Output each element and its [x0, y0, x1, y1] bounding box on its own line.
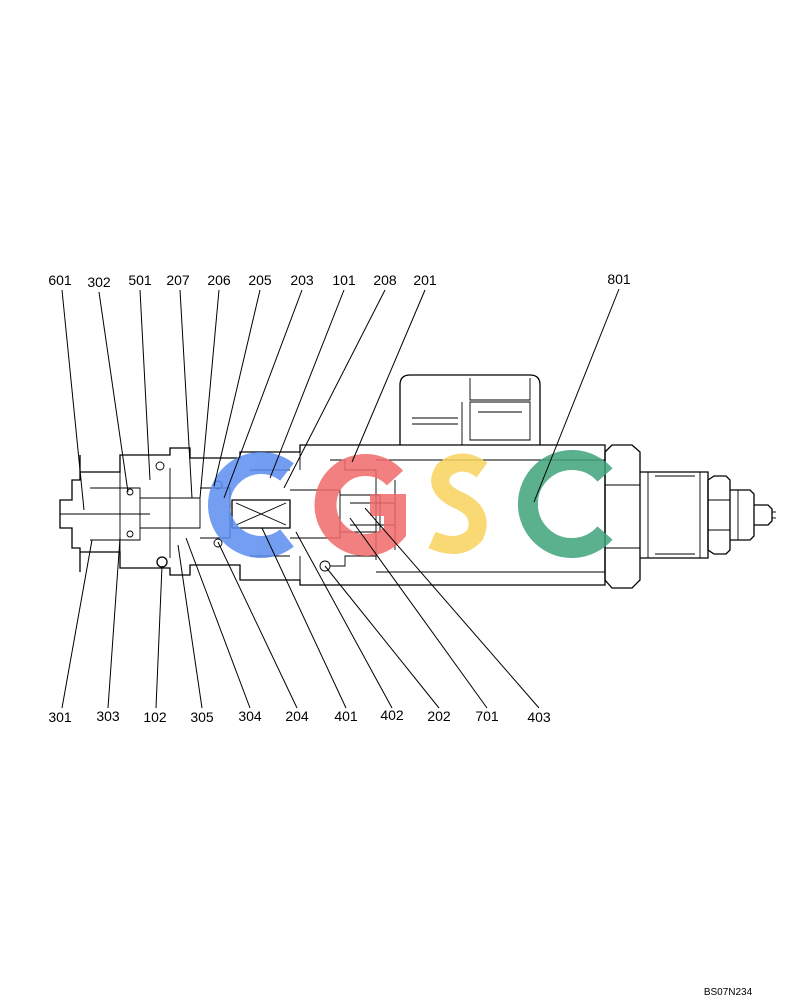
callout-label: 305 — [190, 709, 214, 725]
callout-label: 402 — [380, 707, 404, 723]
watermark-letter-g-red — [314, 454, 406, 556]
callout-label: 102 — [143, 709, 167, 725]
callout-label: 401 — [334, 708, 358, 724]
callout-label: 501 — [128, 272, 152, 288]
callouts-top: 601 302 501 207 206 205 203 101 208 201 … — [48, 271, 631, 290]
callout-leader-line — [155, 565, 163, 709]
callout-label: 204 — [285, 708, 309, 724]
callout-label: 701 — [475, 708, 499, 724]
callout-leader-line — [351, 289, 426, 463]
callout-label: 201 — [413, 272, 437, 288]
callout-leaders — [61, 288, 620, 709]
callout-label: 302 — [87, 274, 111, 290]
callout-leader-line — [177, 544, 203, 709]
callout-label: 303 — [96, 708, 120, 724]
watermark-letter-s-yellow — [428, 453, 488, 554]
callouts-bottom: 301 303 102 305 304 204 401 402 202 701 … — [48, 707, 551, 725]
callout-leader-line — [295, 531, 393, 709]
callout-label: 601 — [48, 272, 72, 288]
callout-leader-line — [533, 288, 620, 503]
callout-leader-line — [349, 517, 488, 709]
watermark-letter-c-green — [517, 450, 613, 558]
callout-label: 101 — [332, 272, 356, 288]
callout-label: 206 — [207, 272, 231, 288]
callout-label: 304 — [238, 708, 262, 724]
callout-leader-line — [185, 537, 251, 709]
callout-label: 203 — [290, 272, 314, 288]
callout-label: 202 — [427, 708, 451, 724]
valve-body — [59, 374, 776, 589]
callout-leader-line — [61, 289, 85, 511]
callout-leader-line — [61, 539, 93, 709]
cgsc-watermark-logo — [208, 450, 613, 558]
callout-leader-line — [179, 289, 193, 499]
callout-leader-line — [223, 289, 303, 499]
callout-leader-line — [107, 537, 121, 709]
callout-leader-line — [283, 289, 386, 489]
callout-label: 207 — [166, 272, 190, 288]
callout-leader-line — [217, 541, 298, 709]
callout-label: 301 — [48, 709, 72, 725]
callout-label: 403 — [527, 709, 551, 725]
watermark-letter-c-blue — [208, 452, 294, 558]
callout-leader-line — [364, 507, 540, 709]
callout-leader-line — [199, 289, 220, 499]
callout-label: 801 — [607, 271, 631, 287]
callout-leader-line — [139, 289, 151, 481]
callout-leader-line — [269, 289, 345, 479]
callout-leader-line — [261, 527, 347, 709]
callout-leader-line — [324, 565, 440, 709]
drawing-code: BS07N234 — [704, 987, 753, 998]
callout-leader-line — [213, 289, 261, 487]
callout-label: 205 — [248, 272, 272, 288]
callout-leader-line — [98, 291, 129, 493]
callout-label: 208 — [373, 272, 397, 288]
